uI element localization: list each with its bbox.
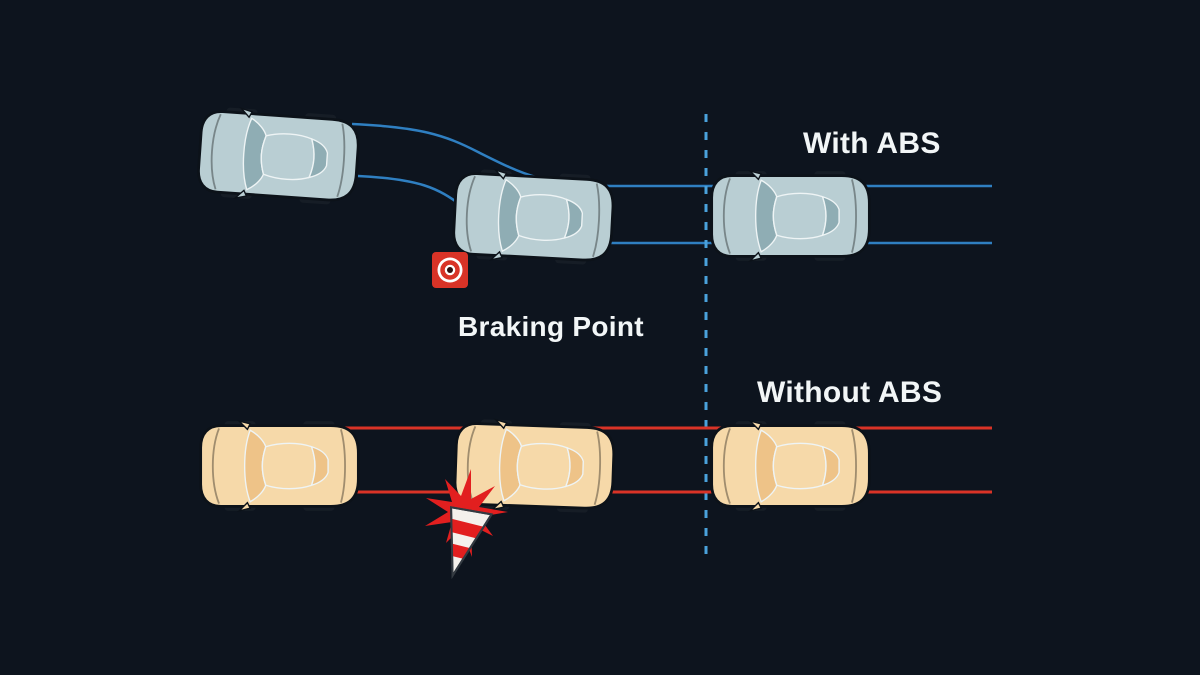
target-ring-inner [440,260,460,280]
traffic-cone-icon [435,506,494,580]
braking-point-marker [432,252,468,288]
with-abs-scenario [195,104,871,268]
braking-point-label: Braking Point [458,311,644,342]
target-center-dot [447,267,453,273]
car-with-abs-braking [451,166,616,268]
without-abs-label: Without ABS [757,376,943,409]
car-without-abs-start [710,419,871,513]
car-with-abs-start [710,169,871,263]
without-abs-scenario [199,416,871,516]
with-abs-label: With ABS [803,127,941,160]
car-with-abs-swerved [195,104,362,208]
car-without-abs-skid [199,419,360,513]
